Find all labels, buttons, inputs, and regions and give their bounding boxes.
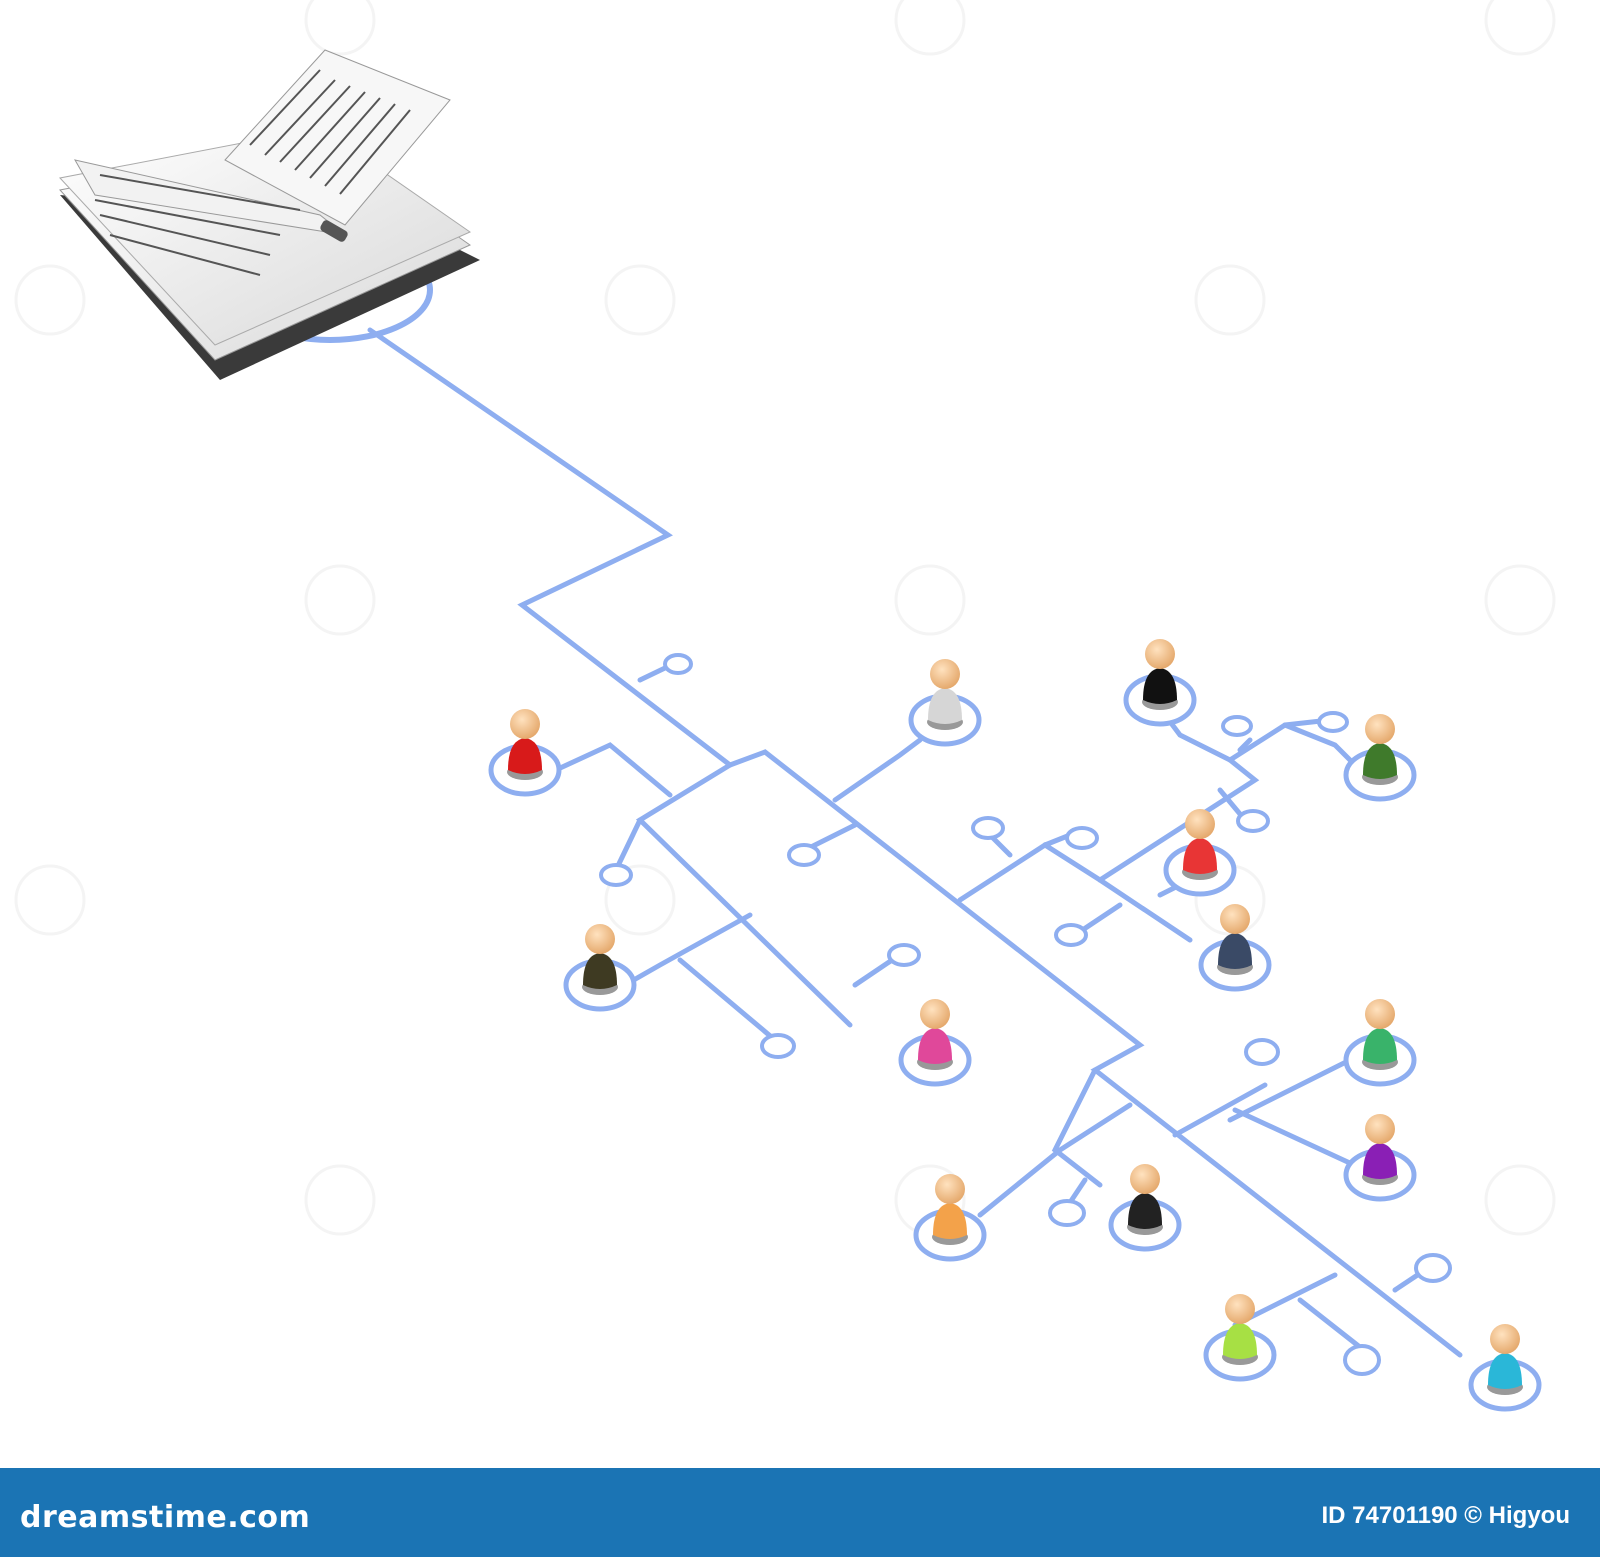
network-lines	[367, 327, 1463, 1358]
figure-pink-pattern	[898, 999, 972, 1087]
figure-striped	[1108, 1164, 1182, 1252]
figure-lime	[1203, 1294, 1277, 1382]
network-illustration	[14, 0, 1556, 1412]
figure-grey	[908, 659, 982, 747]
footer-credit: ID 74701190 © Higyou	[1321, 1502, 1570, 1529]
network-nodes	[599, 653, 1452, 1376]
figure-orange	[913, 1174, 987, 1262]
figure-floral	[1163, 809, 1237, 897]
figure-red	[488, 709, 562, 797]
figure-cyan	[1468, 1324, 1542, 1412]
figure-purple	[1343, 1114, 1417, 1202]
figures-group	[488, 639, 1542, 1412]
figure-camo	[1343, 714, 1417, 802]
figure-denim	[1198, 904, 1272, 992]
footer-logo[interactable]: dreamstime.com	[20, 1500, 311, 1535]
figure-skull	[1123, 639, 1197, 727]
footer-bar: dreamstime.com ID 74701190 © Higyou	[0, 1468, 1600, 1557]
ring-binder-document-icon	[59, 49, 480, 380]
figure-green	[1343, 999, 1417, 1087]
figure-brown	[563, 924, 637, 1012]
